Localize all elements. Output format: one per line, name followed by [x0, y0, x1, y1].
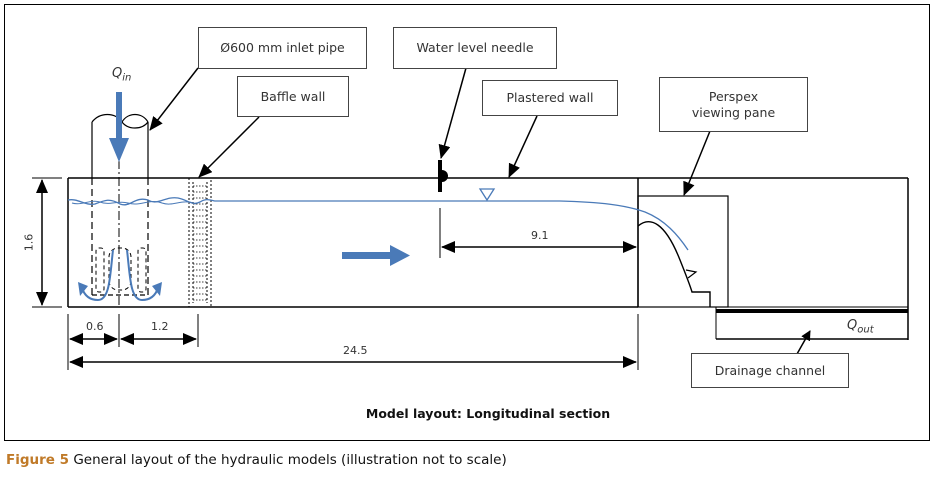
dim-inlet-offset-label: 0.6: [86, 320, 104, 333]
water-level-symbol: [478, 188, 496, 202]
weir-profile: [637, 221, 711, 307]
leader-plastered-wall: [508, 115, 538, 178]
q-in-subscript: in: [122, 72, 132, 84]
leader-inlet-pipe: [149, 67, 199, 131]
figure-number: Figure 5: [6, 452, 70, 468]
dim-total-length-label: 24.5: [343, 344, 368, 357]
q-in-label: Qin: [112, 66, 131, 84]
dimension-bottom: [67, 314, 639, 370]
flow-direction-arrow-icon: [342, 245, 410, 266]
downstream-tank: [638, 178, 909, 340]
leader-perspex: [683, 130, 711, 196]
label-drainage-channel: Drainage channel: [691, 353, 849, 388]
inflow-arrow-icon: [109, 92, 129, 162]
q-in-symbol: Q: [112, 66, 123, 81]
q-out-subscript: out: [857, 324, 874, 336]
water-level-needle: [438, 160, 448, 258]
figure-caption: Figure 5 General layout of the hydraulic…: [6, 452, 507, 468]
leader-drainage: [796, 330, 811, 355]
label-water-level-needle: Water level needle: [393, 27, 557, 69]
jet-arrow-left-icon: [78, 282, 88, 296]
figure-frame: [4, 4, 930, 441]
q-out-label: Qout: [847, 318, 874, 336]
diagram-subtitle: Model layout: Longitudinal section: [365, 406, 611, 421]
label-baffle-wall: Baffle wall: [237, 76, 349, 117]
drainage-channel: [715, 307, 908, 340]
dim-needle-to-weir-label: 9.1: [531, 229, 549, 242]
baffle-wall: [188, 177, 212, 308]
dim-height-label: 1.6: [22, 233, 36, 252]
jet-arrow-right-icon: [152, 282, 162, 296]
leader-baffle-wall: [198, 116, 260, 178]
q-out-symbol: Q: [847, 318, 858, 333]
inlet-pipe: [91, 113, 149, 307]
dimension-height: [32, 177, 62, 308]
baffle-slats: [193, 185, 207, 301]
weir-step: [685, 269, 698, 279]
leader-needle: [438, 67, 467, 159]
water-surface: [67, 197, 689, 251]
dim-baffle-offset-label: 1.2: [151, 320, 169, 333]
inflow-jet-left: [81, 249, 114, 302]
figure-caption-text: General layout of the hydraulic models (…: [69, 452, 507, 468]
water-surface-secondary: [71, 200, 197, 205]
label-plastered-wall: Plastered wall: [482, 80, 618, 116]
inflow-jet-right: [126, 249, 159, 302]
label-perspex-pane: Perspex viewing pane: [659, 77, 808, 132]
perspex-pane: [637, 195, 729, 308]
label-inlet-pipe: Ø600 mm inlet pipe: [198, 27, 367, 69]
